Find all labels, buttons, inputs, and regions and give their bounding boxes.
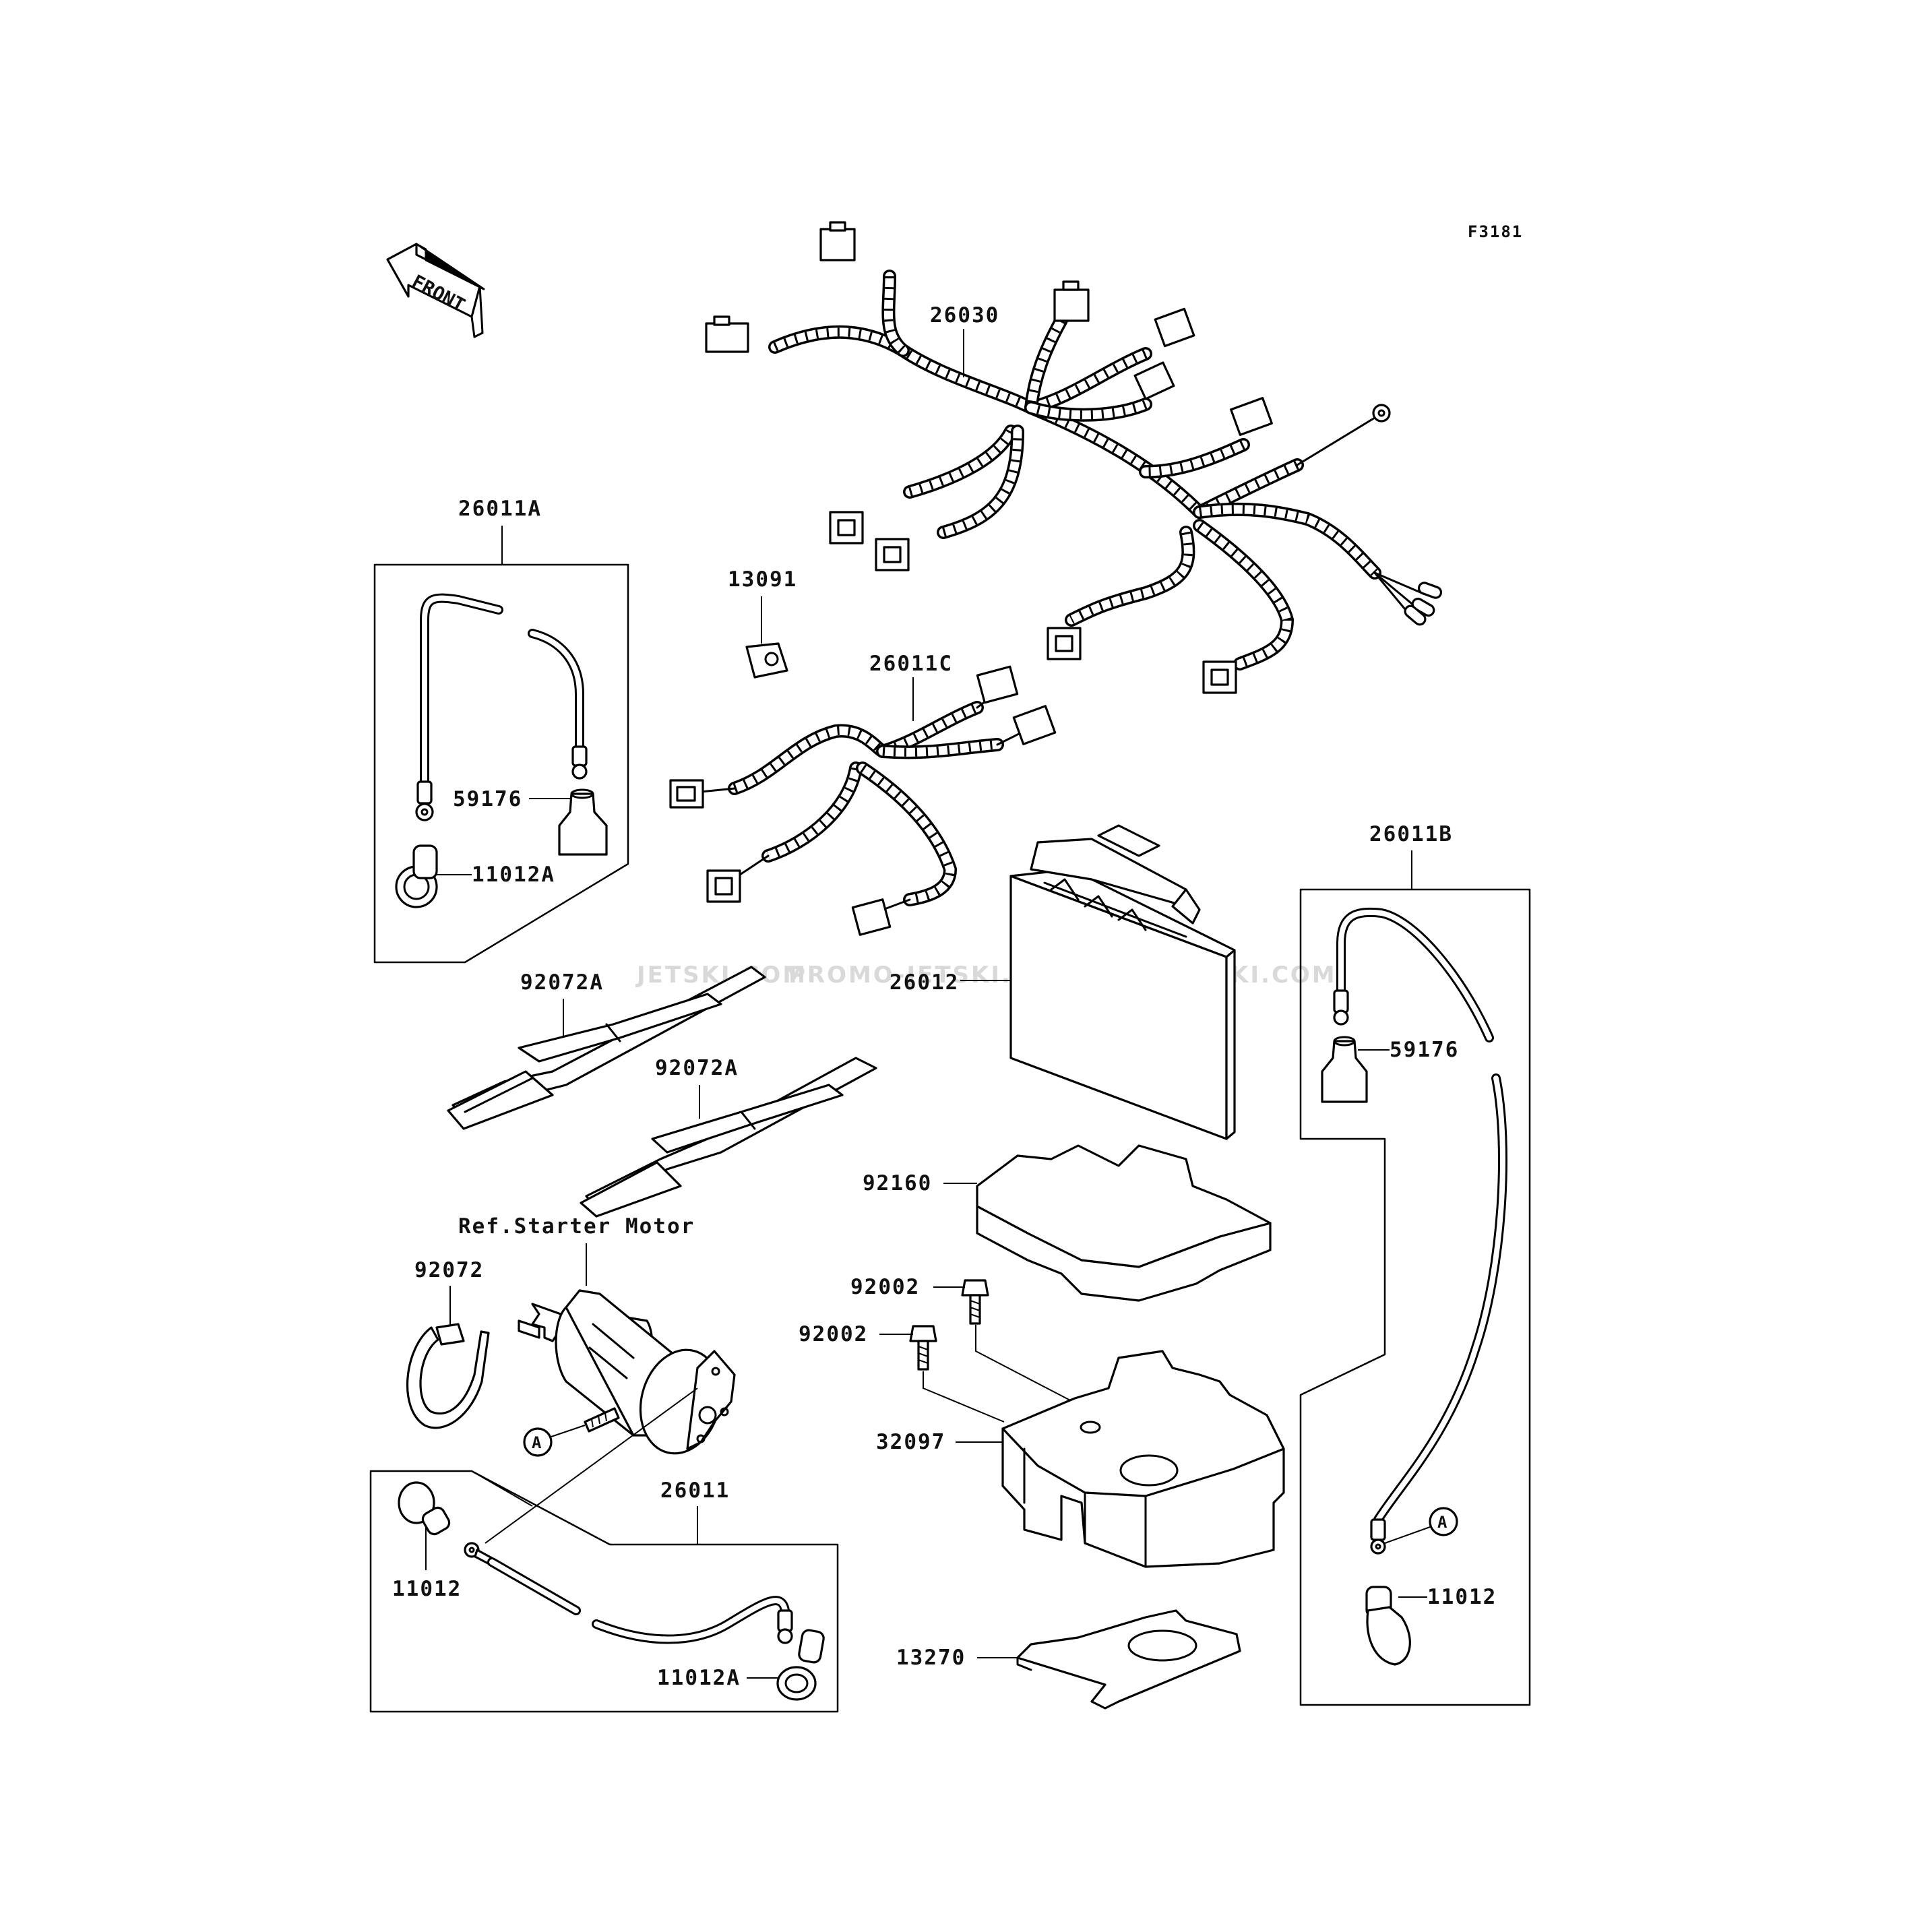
label-26030: 26030 bbox=[930, 303, 999, 328]
front-arrow-icon: FRONT bbox=[386, 243, 485, 338]
label-59176-right: 59176 bbox=[1390, 1038, 1459, 1062]
battery-case-32097 bbox=[1001, 1350, 1285, 1568]
label-92002-lower: 92002 bbox=[799, 1322, 868, 1346]
label-26011: 26011 bbox=[660, 1478, 730, 1503]
cover-11012-right bbox=[1365, 1586, 1411, 1666]
reference-note: Ref.Starter Motor bbox=[458, 1214, 695, 1239]
cable-26011A bbox=[415, 593, 588, 821]
label-32097: 32097 bbox=[876, 1430, 945, 1454]
connection-marker-a-right: A bbox=[1429, 1507, 1458, 1536]
cable-26011B bbox=[1333, 907, 1507, 1555]
bolt-92002-upper bbox=[961, 1279, 989, 1325]
label-26011A: 26011A bbox=[458, 497, 542, 521]
label-92002-upper: 92002 bbox=[850, 1275, 920, 1299]
bolt-92002-lower bbox=[909, 1325, 937, 1371]
pad-92160 bbox=[976, 1144, 1272, 1302]
label-11012A-bottom: 11012A bbox=[657, 1666, 741, 1690]
label-11012-right: 11012 bbox=[1427, 1585, 1497, 1609]
marker-a-right-label: A bbox=[1437, 1513, 1448, 1532]
battery-26012 bbox=[1009, 824, 1236, 1140]
label-92160: 92160 bbox=[863, 1171, 932, 1195]
label-92072A-2: 92072A bbox=[655, 1056, 739, 1080]
cover-11012-left bbox=[398, 1481, 451, 1536]
band-92072A-1 bbox=[447, 966, 766, 1130]
rubber-cap-13091 bbox=[745, 642, 788, 679]
label-26011B: 26011B bbox=[1369, 822, 1453, 846]
label-26012: 26012 bbox=[890, 970, 959, 995]
box-26011A bbox=[373, 563, 629, 964]
bracket-13270 bbox=[1016, 1609, 1241, 1710]
label-13270: 13270 bbox=[896, 1646, 966, 1670]
main-harness bbox=[705, 221, 1443, 694]
band-92072 bbox=[406, 1323, 490, 1429]
box-26011B bbox=[1299, 888, 1531, 1706]
cover-11012A-bottom bbox=[776, 1629, 825, 1701]
connection-marker-a-left: A bbox=[523, 1427, 553, 1457]
starter-bolt bbox=[584, 1407, 620, 1433]
cable-26011 bbox=[464, 1542, 793, 1644]
label-59176-left: 59176 bbox=[453, 787, 522, 811]
label-92072A-1: 92072A bbox=[520, 970, 604, 995]
figure-code: F3181 bbox=[1468, 222, 1523, 241]
marker-a-left-label: A bbox=[532, 1433, 542, 1452]
label-13091: 13091 bbox=[728, 567, 797, 592]
label-11012-left: 11012 bbox=[392, 1577, 462, 1601]
cap-59176-left bbox=[558, 788, 608, 856]
cover-11012A-top bbox=[395, 844, 438, 908]
label-26011C: 26011C bbox=[869, 652, 953, 676]
label-92072: 92072 bbox=[414, 1258, 484, 1282]
label-11012A-top: 11012A bbox=[472, 863, 555, 887]
band-92072A-2 bbox=[580, 1057, 877, 1218]
sub-harness bbox=[669, 665, 1057, 936]
starter-motor bbox=[518, 1289, 736, 1455]
cap-59176-right bbox=[1321, 1036, 1368, 1103]
